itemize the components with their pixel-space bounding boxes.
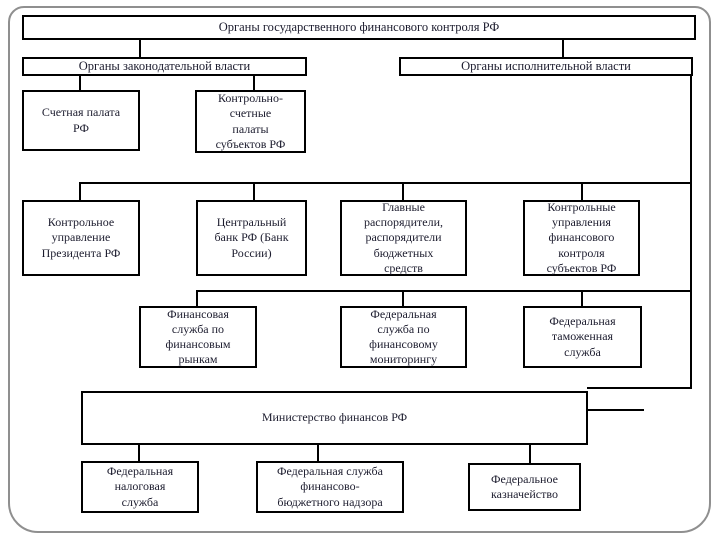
node-financial-markets-service: Финансовая служба по финансовым рынкам [139,306,257,368]
node-regional-financial-control-label: Контрольные управления финансового контр… [546,200,617,275]
node-central-bank: Центральный банк РФ (Банк России) [196,200,307,276]
node-root-label: Органы государственного финансового конт… [218,19,500,34]
connector-root-legislative [139,40,141,57]
connector-row3-central-bank [253,182,255,200]
connector-row4-financial-monitoring [402,290,404,306]
slide-border [8,6,711,533]
node-executive-label: Органы исполнительной власти [461,58,631,73]
connector-legislative-regional-chambers [253,76,255,90]
connector-minfin-stub [588,409,644,411]
node-tax-service: Федеральная налоговая служба [81,461,199,513]
node-regional-accounts-chambers-label: Контрольно- счетные палаты субъектов РФ [215,91,286,151]
node-ministry-of-finance: Министерство финансов РФ [81,391,588,445]
node-customs-service: Федеральная таможенная служба [523,306,642,368]
connector-minfin-tax-service [138,445,140,461]
node-budget-supervision-label: Федеральная служба финансово- бюджетного… [277,464,383,509]
node-budget-administrators-label: Главные распорядители, распорядители бюд… [363,200,444,275]
connector-executive-trunk [690,76,692,389]
connector-minfin-treasury [529,445,531,463]
node-accounts-chamber-label: Счетная палата РФ [41,105,121,135]
node-financial-monitoring-service: Федеральная служба по финансовому монито… [340,306,467,368]
connector-row3-presidential [79,182,81,200]
node-legislative-branch: Органы законодательной власти [22,57,307,76]
connector-row3-budget-administrators [402,182,404,200]
node-central-bank-label: Центральный банк РФ (Банк России) [214,215,289,260]
node-ministry-of-finance-label: Министерство финансов РФ [261,410,408,425]
connector-root-executive [562,40,564,57]
node-legislative-label: Органы законодательной власти [78,58,251,73]
node-financial-monitoring-label: Федеральная служба по финансовому монито… [369,306,438,367]
node-treasury-label: Федеральное казначейство [491,471,558,501]
node-executive-branch: Органы исполнительной власти [399,57,693,76]
node-regional-financial-control: Контрольные управления финансового контр… [523,200,640,276]
node-root: Органы государственного финансового конт… [22,15,696,40]
node-accounts-chamber: Счетная палата РФ [22,90,140,151]
connector-row4-financial-markets [196,290,198,306]
connector-row4-customs [581,290,583,306]
connector-minfin-budget-supervision [317,445,319,461]
node-customs-label: Федеральная таможенная служба [549,314,616,359]
node-presidential-control-label: Контрольное управление Президента РФ [41,215,121,260]
node-treasury: Федеральное казначейство [468,463,581,511]
connector-row3-regional-control [581,182,583,200]
node-presidential-control-directorate: Контрольное управление Президента РФ [22,200,140,276]
connector-trunk-minfin [587,387,692,389]
node-financial-markets-label: Финансовая служба по финансовым рынкам [165,306,231,367]
connector-trunk-row4 [196,290,692,292]
node-regional-accounts-chambers: Контрольно- счетные палаты субъектов РФ [195,90,306,153]
connector-trunk-row3 [79,182,692,184]
node-budget-supervision-service: Федеральная служба финансово- бюджетного… [256,461,404,513]
node-tax-service-label: Федеральная налоговая служба [106,464,174,509]
connector-legislative-accounts-chamber [79,76,81,90]
node-budget-administrators: Главные распорядители, распорядители бюд… [340,200,467,276]
